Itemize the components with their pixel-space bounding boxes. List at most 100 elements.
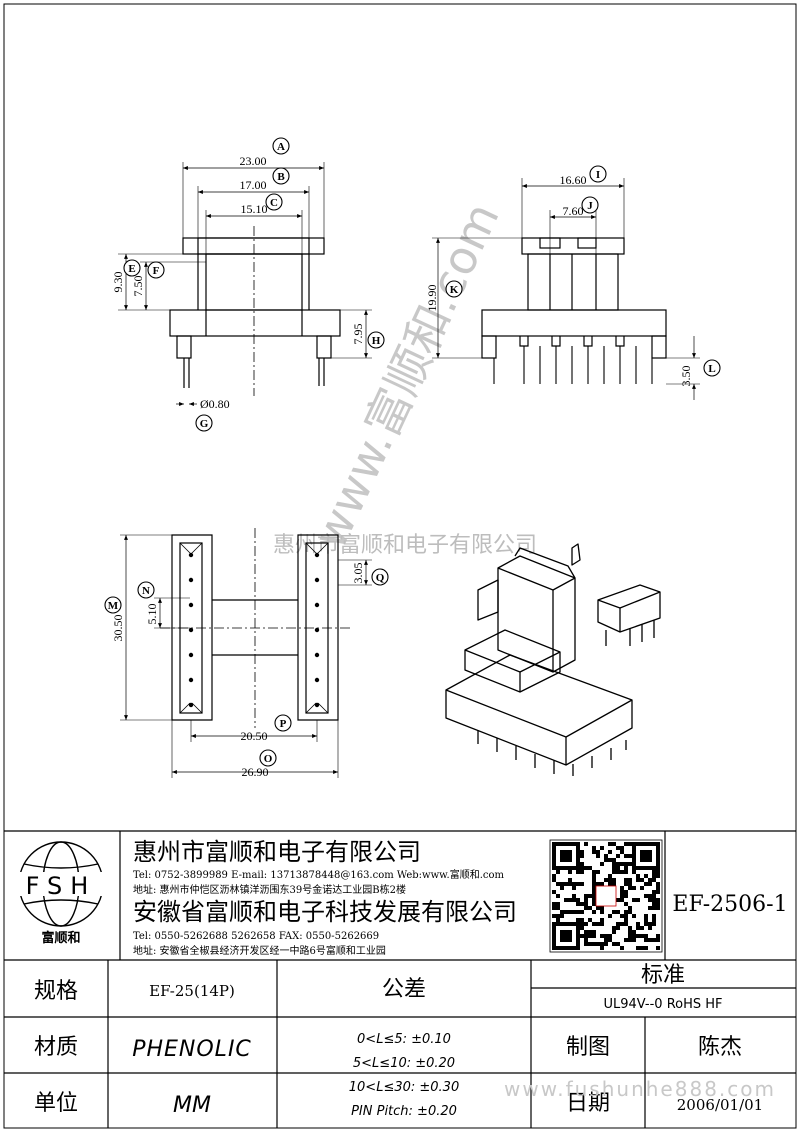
qr-module [600, 910, 604, 914]
qr-module [592, 930, 596, 934]
qr-module [628, 842, 632, 846]
qr-module [608, 914, 612, 918]
qr-module [656, 886, 660, 890]
callout-letter-c: C [270, 197, 278, 209]
company1-name: 惠州市富顺和电子有限公司 [133, 838, 421, 866]
qr-module [628, 886, 632, 890]
qr-module [640, 926, 644, 930]
qr-module [588, 942, 592, 946]
qr-module [596, 850, 600, 854]
qr-module [612, 930, 616, 934]
qr-module [616, 846, 620, 850]
standard-value: UL94V--0 RoHS HF [603, 997, 722, 1012]
qr-module [612, 858, 616, 862]
callout-circle-k [445, 280, 463, 298]
callout-letter-e: E [128, 263, 135, 275]
qr-module [652, 874, 656, 878]
qr-module [652, 918, 656, 922]
qr-module [592, 874, 596, 878]
qr-module [656, 906, 660, 910]
qr-module [636, 922, 640, 926]
qr-module [616, 854, 620, 858]
qr-module [616, 942, 620, 946]
qr-module [652, 906, 656, 910]
qr-module [620, 862, 624, 866]
qr-module [608, 882, 612, 886]
qr-module [560, 910, 564, 914]
qr-module [648, 882, 652, 886]
side-pins [493, 346, 653, 384]
qr-module [624, 902, 628, 906]
pin-hole [188, 577, 194, 583]
pin-hole [188, 602, 194, 608]
qr-module [584, 842, 588, 846]
pin-hole [314, 627, 320, 633]
qr-module [636, 898, 640, 902]
qr-module [648, 922, 652, 926]
spec-label: 规格 [34, 979, 78, 1004]
qr-module [628, 906, 632, 910]
qr-module [584, 934, 588, 938]
draw-value: 陈杰 [698, 1035, 742, 1060]
callout-letter-i: I [596, 169, 600, 181]
qr-module [576, 902, 580, 906]
title-block [3, 3, 797, 1129]
qr-module [624, 878, 628, 882]
dim-j-value: 7.60 [563, 204, 584, 218]
company2-name: 安徽省富顺和电子科技发展有限公司 [133, 898, 517, 926]
callout-circle-f [147, 261, 165, 279]
qr-module [592, 886, 596, 890]
callout-circle-j [581, 196, 599, 214]
qr-module [652, 898, 656, 902]
qr-module [556, 894, 560, 898]
qr-module [584, 866, 588, 870]
qr-module [556, 882, 560, 886]
front-view [118, 162, 372, 406]
qr-module [656, 902, 660, 906]
qr-module [612, 882, 616, 886]
qr-module [588, 934, 592, 938]
dim-m-value: 30.50 [111, 615, 125, 642]
dim-c-value: 15.10 [241, 202, 268, 216]
qr-module [592, 882, 596, 886]
qr-module [580, 850, 584, 854]
qr-module [576, 910, 580, 914]
qr-module [584, 922, 588, 926]
callout-letter-b: B [277, 171, 285, 183]
callout-circle-p [274, 714, 292, 732]
qr-module [576, 870, 580, 874]
dim-n-value: 5.10 [145, 604, 159, 625]
qr-module [644, 922, 648, 926]
callout-letter-q: Q [376, 572, 385, 584]
pin-hole [188, 677, 194, 683]
qr-module [640, 878, 644, 882]
qr-module [620, 890, 624, 894]
qr-module [632, 934, 636, 938]
qr-module [576, 882, 580, 886]
qr-module [580, 882, 584, 886]
qr-module [600, 882, 604, 886]
qr-module [644, 934, 648, 938]
isometric-view [445, 543, 661, 776]
qr-finder-core [560, 850, 572, 862]
qr-module [584, 930, 588, 934]
qr-module [588, 918, 592, 922]
qr-module [556, 914, 560, 918]
qr-module [612, 842, 616, 846]
qr-module [572, 894, 576, 898]
qr-module [552, 914, 556, 918]
qr-module [596, 870, 600, 874]
qr-module [584, 906, 588, 910]
qr-module [592, 934, 596, 938]
qr-module [624, 882, 628, 886]
qr-module [568, 878, 572, 882]
qr-module [592, 846, 596, 850]
qr-module [624, 862, 628, 866]
qr-module [580, 918, 584, 922]
qr-module [564, 898, 568, 902]
qr-finder-core [640, 850, 652, 862]
qr-module [600, 906, 604, 910]
